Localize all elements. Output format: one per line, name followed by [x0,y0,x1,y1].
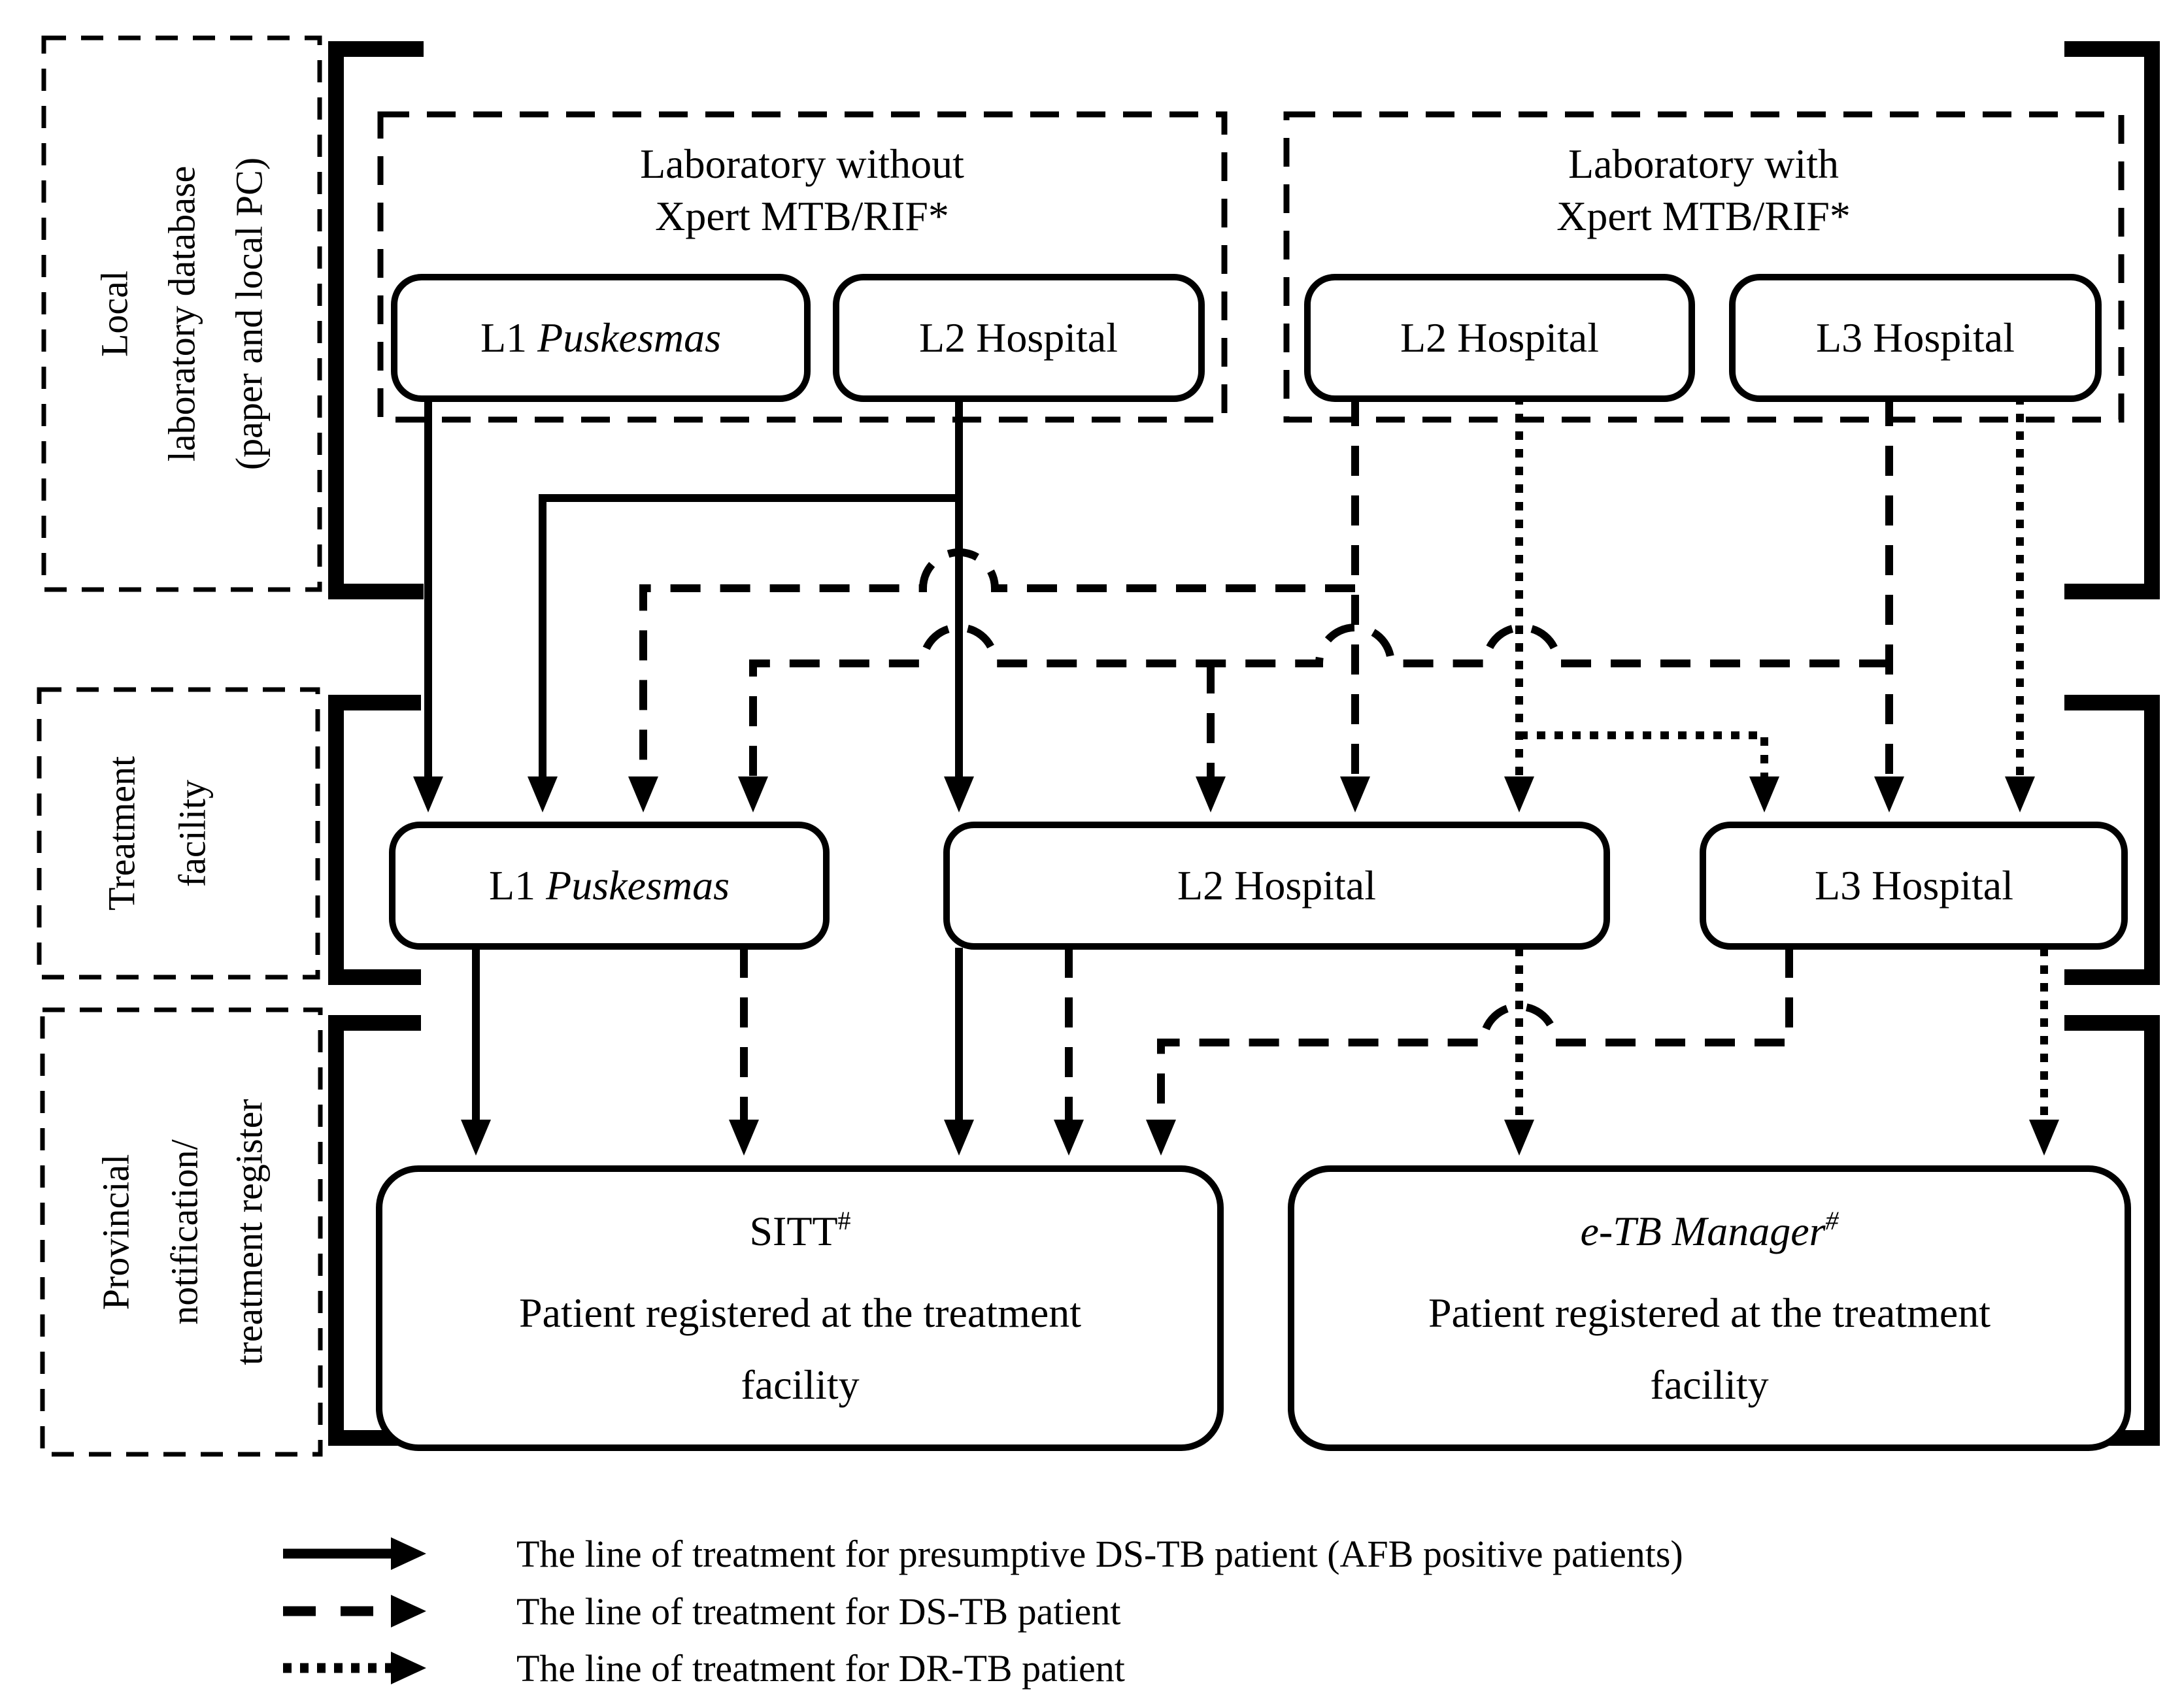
box-register-etb-line3: facility [1650,1361,1768,1408]
box-treat-l1-puskesmas [389,822,830,950]
flow-solid-l2lab-to-l1treat-branch [528,494,959,812]
flow-dotted-l2xlab-to-l3treat-branch [1519,731,1779,812]
box-lab-l1-puskesmas [391,274,811,402]
box-lab-l2-with-xpert [1304,274,1695,402]
band1-line1: Local [93,271,135,357]
box-lab-l2-no-xpert-label: L2 Hospital [919,314,1118,361]
box-register-etb-title: e-TB Manager# [1580,1206,1839,1254]
band1-line3: (paper and local PC) [227,158,270,470]
legend-solid-label: The line of treatment for presumptive DS… [516,1533,1683,1575]
box-treat-l2-label: L2 Hospital [1177,862,1376,909]
sitt-superscript: # [838,1206,851,1235]
group-title-lab-with-line2: Xpert MTB/RIF* [1556,193,1851,239]
box-register-sitt-line2: Patient registered at the treatment [519,1290,1081,1336]
band-box-treatment-facility [37,687,320,980]
etb-title: e-TB Manager [1580,1208,1826,1254]
box-lab-l2-with-xpert-label: L2 Hospital [1400,314,1599,361]
box-treat-l3-label: L3 Hospital [1815,862,2013,909]
group-title-lab-without-line2: Xpert MTB/RIF* [655,193,949,239]
band-label-local-lab-database: Local laboratory database (paper and loc… [93,158,270,470]
legend-dotted-label: The line of treatment for DR-TB patient [516,1647,1125,1690]
box-treat-l2-hospital [943,822,1610,950]
bracket-left-lab-band [328,41,424,599]
l1-treat-name: Puskesmas [545,862,730,909]
box-register-etb-manager [1288,1165,2131,1451]
box-lab-l2-no-xpert [833,274,1205,402]
box-lab-l3-with-xpert-label: L3 Hospital [1816,314,2015,361]
group-title-lab-without-line1: Laboratory without [640,141,964,187]
group-box-lab-with-xpert [1283,111,2125,423]
band-box-provincial-register [40,1007,323,1457]
box-treat-l3-hospital [1700,822,2128,950]
etb-superscript: # [1826,1206,1840,1235]
flow-dashed-l2xlab-to-l1treat [628,548,1355,812]
bracket-left-register-band [328,1015,421,1446]
flow-dashed-l3treat-to-sitt [1146,948,1793,1156]
band-box-local-lab-database [41,35,322,592]
group-title-lab-with-line1: Laboratory with [1568,141,1839,187]
l1-lab-prefix: L1 [480,314,527,361]
band-label-provincial-register: Provincial notification/ treatment regis… [94,1099,270,1365]
sitt-title: SITT [749,1208,837,1254]
box-lab-l3-with-xpert [1729,274,2102,402]
l1-lab-name: Puskesmas [537,314,721,361]
band2-line1: Treatment [100,756,143,910]
bracket-right-lab-band [2064,41,2160,599]
legend: The line of treatment for presumptive DS… [283,1533,1683,1690]
legend-dashed-label: The line of treatment for DS-TB patient [516,1590,1121,1633]
bracket-right-treatment-band [2064,695,2160,985]
box-register-sitt-line3: facility [741,1361,859,1408]
band3-line1: Provincial [94,1154,137,1310]
l1-treat-prefix: L1 [489,862,535,909]
box-register-etb-line2: Patient registered at the treatment [1428,1290,1991,1336]
band-label-treatment-facility: Treatment facility [100,756,213,910]
band1-line2: laboratory database [160,166,203,462]
box-register-sitt-title: SITT# [749,1206,850,1254]
band3-line3: treatment register [227,1099,270,1365]
band3-line2: notification/ [163,1139,205,1324]
box-register-sitt [376,1165,1224,1451]
band2-line2: facility [171,780,213,887]
group-box-lab-without-xpert [377,111,1228,423]
bracket-left-treatment-band [328,695,421,985]
flow-dashed-l3lab-to-l1treat [738,624,1889,812]
